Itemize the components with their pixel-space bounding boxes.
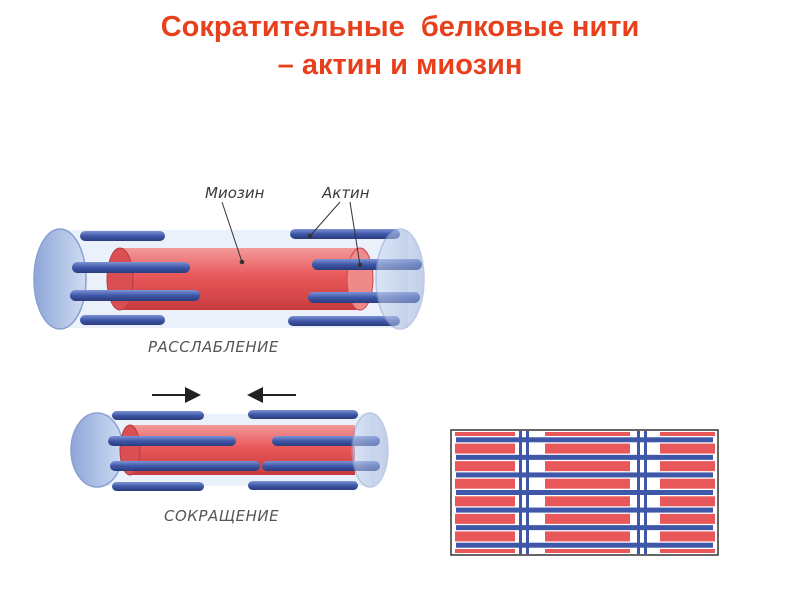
actin-filament — [262, 461, 380, 471]
myosin-bar — [455, 496, 515, 507]
myosin-bar — [660, 549, 715, 553]
actin-filament — [290, 229, 400, 239]
myosin-leader-line — [221, 201, 243, 263]
myosin-bar — [545, 461, 630, 472]
title-line-1: Сократительные белковые нити — [160, 11, 640, 43]
myosin-bar — [455, 461, 515, 472]
relaxation-label: РАССЛАБЛЕНИЕ — [148, 338, 279, 356]
myosin-bar — [545, 531, 630, 542]
actin-filament — [248, 410, 358, 419]
contraction-label: СОКРАЩЕНИЕ — [164, 507, 280, 525]
myosin-bar — [455, 478, 515, 489]
relaxation-assembly — [33, 201, 425, 330]
actin-filament — [110, 461, 260, 471]
actin-filament — [80, 231, 165, 241]
sheath-cap-right — [375, 228, 425, 330]
myosin-bar — [660, 432, 715, 436]
actin-leader-line — [349, 201, 361, 266]
sheath-cap-right — [351, 412, 389, 488]
myosin-bar — [660, 478, 715, 489]
myosin-bar — [455, 443, 515, 454]
actin-filament — [72, 262, 190, 273]
actin-filament — [112, 411, 204, 420]
z-line — [519, 431, 522, 554]
myosin-bar — [545, 443, 630, 454]
actin-strand — [456, 490, 713, 495]
myosin-bar — [455, 549, 515, 553]
page-title: Сократительные белковые нити – актин и м… — [0, 8, 800, 84]
actin-strand — [456, 542, 713, 548]
actin-strand — [456, 525, 713, 531]
title-line-2: – актин и миозин — [277, 49, 523, 81]
myosin-bar — [545, 513, 630, 524]
myosin-label: Миозин — [205, 184, 265, 202]
sheath-cap-left — [33, 228, 87, 330]
myosin-bar — [545, 478, 630, 489]
z-line — [637, 431, 640, 554]
myosin-bar — [545, 549, 630, 553]
actin-strand — [456, 437, 713, 443]
actin-filament — [248, 481, 358, 490]
actin-filament — [80, 315, 165, 325]
myosin-bar — [660, 531, 715, 542]
myosin-bar — [545, 496, 630, 507]
z-line — [526, 431, 529, 554]
myosin-bar — [660, 496, 715, 507]
leader-dot — [307, 233, 313, 239]
contraction-assembly — [70, 387, 389, 491]
myosin-bar — [660, 513, 715, 524]
myosin-bar — [455, 513, 515, 524]
myosin-bar — [545, 432, 630, 436]
actin-filament — [112, 482, 204, 491]
actin-filament — [70, 290, 200, 301]
actin-filament — [288, 316, 400, 326]
z-line — [644, 431, 647, 554]
sheath-cap-left — [70, 412, 124, 488]
sarcomere-grid — [450, 429, 719, 556]
leader-dot — [239, 259, 245, 265]
myosin-bar — [660, 461, 715, 472]
myosin-bar — [660, 443, 715, 454]
actin-label: Актин — [322, 184, 370, 202]
actin-strand — [456, 507, 713, 513]
myosin-bar — [455, 432, 515, 436]
actin-leader-line — [309, 201, 341, 237]
actin-filament — [108, 436, 236, 446]
leader-dot — [357, 262, 363, 268]
actin-strand — [456, 454, 713, 460]
myosin-bar — [455, 531, 515, 542]
actin-strand — [456, 472, 713, 478]
